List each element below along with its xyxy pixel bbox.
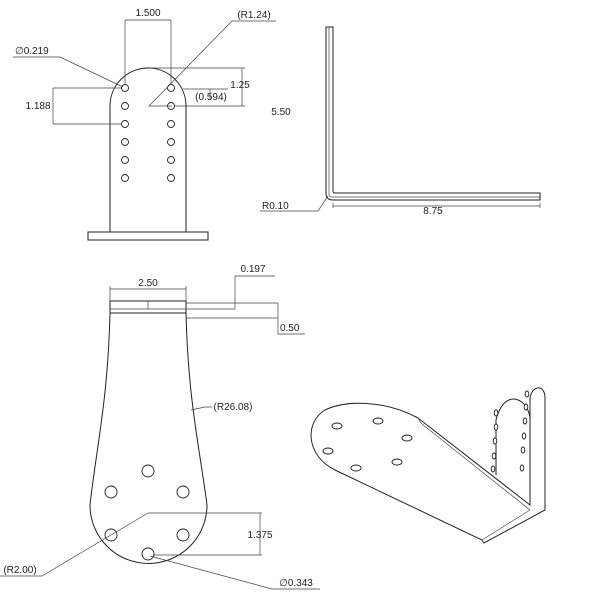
iso-upright-hole xyxy=(521,432,527,440)
mounting-hole xyxy=(121,138,129,146)
leader-bend-radius xyxy=(260,195,329,212)
iso-upright-hole xyxy=(522,417,528,425)
dim-hole-pitch: 1.375 xyxy=(247,530,272,541)
dim-height: 5.50 xyxy=(271,107,291,118)
iso-hole xyxy=(401,434,413,442)
leader-hole-diameter-2 xyxy=(149,555,320,590)
mounting-hole xyxy=(121,84,129,92)
mounting-hole xyxy=(121,156,129,164)
mounting-hole xyxy=(167,174,175,182)
mounting-hole xyxy=(176,485,190,499)
dim-pitch-lines xyxy=(52,87,122,125)
dim-side-radius: (R26.08) xyxy=(214,402,253,413)
dim-length-lines xyxy=(332,203,541,208)
dim-end-radius: (R2.00) xyxy=(3,565,36,576)
dim-hole-spacing-lines xyxy=(124,19,172,85)
dim-width-lines xyxy=(109,286,187,301)
iso-upright-hole xyxy=(493,409,499,417)
mounting-hole xyxy=(176,528,190,542)
dim-hole-pitch-lines xyxy=(148,512,262,556)
mounting-hole xyxy=(121,174,129,182)
mounting-hole xyxy=(121,102,129,110)
mounting-hole xyxy=(104,485,118,499)
band-lines xyxy=(110,301,186,310)
iso-upright-hole xyxy=(524,390,530,398)
leader-top-radius xyxy=(148,20,276,107)
dim-top-offset: 1.25 xyxy=(230,80,250,91)
dim-width: 2.50 xyxy=(138,278,158,289)
dim-hole-spacing: 1.500 xyxy=(135,8,160,19)
dim-band: 0.50 xyxy=(280,323,300,334)
leader-side-radius xyxy=(190,406,212,411)
dim-thickness: 0.197 xyxy=(240,264,265,275)
mounting-hole xyxy=(121,120,129,128)
dim-length: 8.75 xyxy=(423,206,443,217)
mounting-hole xyxy=(141,547,155,561)
iso-upright-hole xyxy=(491,452,497,460)
dim-hole-diameter-2: ∅0.343 xyxy=(279,578,313,589)
teardrop-plate-outline xyxy=(89,312,208,564)
iso-edge-lines xyxy=(417,417,531,541)
l-bracket-profile xyxy=(325,26,541,201)
iso-upright-hole xyxy=(492,437,498,445)
dim-vertical-pitch: 1.188 xyxy=(25,101,50,112)
bend-line xyxy=(328,27,540,198)
front-hole-group xyxy=(121,84,175,182)
dim-top-radius: (R1.24) xyxy=(237,10,270,21)
iso-upright-hole xyxy=(519,464,525,472)
base-flange xyxy=(87,231,209,241)
leader-thickness xyxy=(186,275,275,310)
leader-end-radius xyxy=(0,512,149,577)
mounting-hole xyxy=(167,120,175,128)
mounting-hole xyxy=(141,464,155,478)
iso-hole-group xyxy=(322,390,530,473)
dim-band-lines xyxy=(186,302,305,335)
dim-bend-radius: R0.10 xyxy=(262,201,289,212)
dim-ref-offset: (0.594) xyxy=(195,92,227,103)
dim-ref-offset-lines xyxy=(183,88,228,100)
iso-bracket-outline xyxy=(310,387,546,544)
iso-upright-hole xyxy=(523,403,529,411)
iso-upright-face xyxy=(495,398,531,505)
leader-hole-diameter xyxy=(13,56,124,88)
iso-hole xyxy=(372,417,384,425)
iso-hole xyxy=(391,458,403,466)
upright-plate-outline xyxy=(109,67,187,232)
bottom-view: 2.50 0.197 0.50 (R26.08) 1.375 (R2.00) ∅… xyxy=(0,264,320,590)
isometric-view xyxy=(310,387,546,544)
bottom-hole-group xyxy=(104,464,190,561)
iso-upright-hole xyxy=(520,446,526,454)
mounting-hole xyxy=(167,156,175,164)
dim-hole-diameter: ∅0.219 xyxy=(15,46,49,57)
iso-hole xyxy=(322,447,334,455)
iso-upright-hole xyxy=(493,423,499,431)
iso-upright-hole xyxy=(490,465,496,473)
side-view: 8.75 5.50 R0.10 xyxy=(260,26,541,217)
front-view: 1.500 ∅0.219 1.188 1.25 (0.594) (R1.24) xyxy=(13,8,276,241)
mounting-hole xyxy=(167,138,175,146)
iso-hole xyxy=(331,422,343,430)
dim-top-offset-lines xyxy=(150,67,245,107)
iso-hole xyxy=(350,464,362,472)
